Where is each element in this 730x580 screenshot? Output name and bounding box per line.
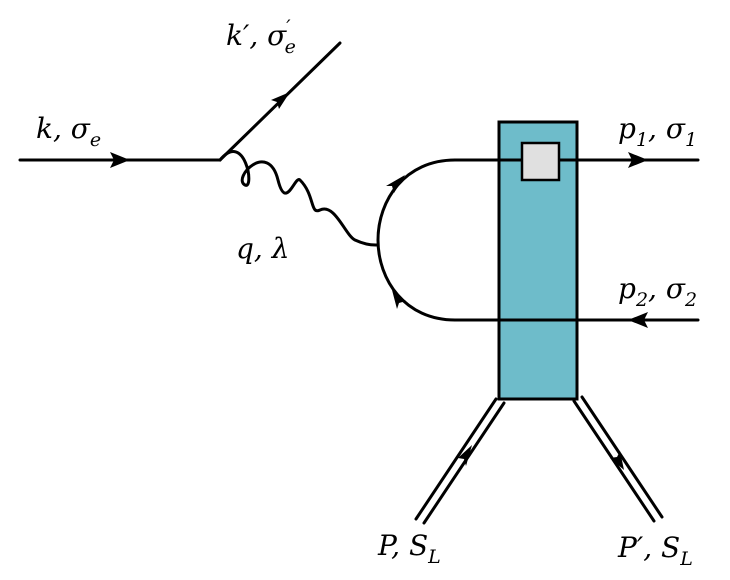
quark-out-arrow (628, 152, 648, 168)
photon-label: q, λ (236, 232, 289, 265)
outgoing-electron-label: k′, σ′e (226, 16, 296, 58)
vertex-box (520, 141, 561, 182)
quark-loop-upper-arrow (386, 175, 405, 193)
incoming-electron-label: k, σe (36, 112, 101, 151)
hadron-in-arrow (458, 445, 472, 466)
hadron-in-line-b (422, 401, 506, 525)
quark-out-label: p1, σ1 (618, 112, 697, 151)
outgoing-electron-arrow (271, 92, 290, 109)
hadron-in-line-a (414, 397, 498, 521)
hadron-out-line-b (580, 395, 664, 519)
quark-loop-lower-arrow (392, 290, 406, 309)
quark-loop (376, 158, 457, 322)
photon-line (218, 150, 380, 247)
quark-in-arrow (628, 312, 648, 328)
hadron-out-arrow (610, 451, 624, 470)
quark-in-label: p2, σ2 (618, 272, 697, 311)
hadron-in-label: P, SL (377, 529, 441, 568)
incoming-electron-arrow (110, 152, 130, 168)
hadron-out-label: P′, SL (617, 531, 693, 570)
